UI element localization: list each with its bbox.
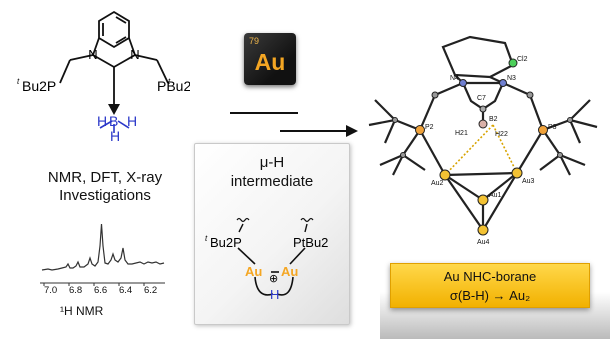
- ligand-phosphine-left: Bu2P: [22, 78, 56, 94]
- arrow-head: [346, 125, 358, 137]
- label-au1: Au1: [489, 192, 502, 199]
- element-symbol: Au: [254, 49, 286, 75]
- label-au2: Au2: [431, 180, 444, 187]
- intermediate-title-line-2: intermediate: [230, 173, 314, 190]
- nmr-spectrum: [40, 223, 165, 286]
- nmr-axis-label: ¹H NMR: [60, 304, 104, 318]
- borane-h-bottom: H: [110, 128, 120, 144]
- crystal-structure: Cl2 N4 C7 N3 B2 H21 H22 P2 P3 Au1 Au2 Au…: [368, 35, 598, 246]
- ligand-squiggle-right: [300, 217, 314, 223]
- label-b2: B2: [489, 116, 498, 123]
- nmr-tick: 6.4: [119, 285, 133, 296]
- reaction-arrows: [230, 112, 358, 137]
- intermediate-panel: μ-H intermediate t Bu2P PtBu2 Au Au ⊕ H: [194, 143, 350, 325]
- caption-line-1: NMR, DFT, X-ray: [47, 169, 163, 186]
- gold-atom-left: Au: [245, 264, 262, 279]
- caption-line-2: Investigations: [59, 187, 151, 204]
- ligand-n-left: N: [88, 47, 97, 62]
- positive-charge-icon: ⊕: [269, 273, 278, 285]
- borane-h-right: H: [127, 113, 137, 129]
- tbu-prefix-left: t: [205, 234, 208, 243]
- borane-h-left: H: [97, 113, 107, 129]
- nmr-tick: 7.0: [44, 285, 58, 296]
- label-cl2: Cl2: [517, 56, 528, 63]
- nmr-axis-ticks: [43, 283, 145, 286]
- nmr-tick: 6.8: [69, 285, 83, 296]
- label-n4: N4: [450, 75, 459, 82]
- bridging-hydride: H: [270, 287, 279, 302]
- label-au4: Au4: [477, 239, 490, 246]
- banner-line-1: Au NHC-borane: [443, 269, 537, 284]
- gold-element-tile: 79 Au: [244, 33, 296, 85]
- label-au3: Au3: [522, 178, 535, 185]
- label-p3: P3: [548, 124, 557, 131]
- borane-b: B: [109, 113, 118, 129]
- investigation-caption: NMR, DFT, X-ray Investigations: [30, 169, 180, 205]
- intermediate-title: μ-H intermediate: [195, 153, 349, 191]
- intermediate-title-line-1: μ-H: [259, 154, 285, 171]
- label-p2: P2: [425, 124, 434, 131]
- label-c7: C7: [477, 95, 486, 102]
- ligand-phosphine-right: PBu2: [157, 78, 190, 94]
- ligand-structure: N N t Bu2P t PBu2 H B H H: [17, 10, 190, 144]
- atomic-number: 79: [249, 36, 260, 46]
- label-h22: H22: [495, 131, 508, 138]
- label-n3: N3: [507, 75, 516, 82]
- nmr-tick: 6.2: [144, 285, 158, 296]
- ligand-tbu-right-prefix: t: [168, 77, 171, 86]
- label-h21: H21: [455, 130, 468, 137]
- intermediate-structure: t Bu2P PtBu2 Au Au ⊕ H: [205, 217, 328, 302]
- intermediate-phosphine-right: PtBu2: [293, 235, 328, 250]
- intermediate-phosphine-left: Bu2P: [210, 235, 242, 250]
- result-banner: Au NHC-borane σ(B-H) → Au₂: [390, 263, 590, 308]
- ligand-n-right: N: [130, 47, 139, 62]
- ligand-squiggle-left: [236, 217, 250, 223]
- banner-line-2: σ(B-H) → Au₂: [449, 288, 531, 303]
- nmr-tick: 6.6: [94, 285, 108, 296]
- nmr-trace: [41, 223, 165, 271]
- ligand-tbu-left-prefix: t: [17, 77, 20, 86]
- gold-atom-right: Au: [281, 264, 298, 279]
